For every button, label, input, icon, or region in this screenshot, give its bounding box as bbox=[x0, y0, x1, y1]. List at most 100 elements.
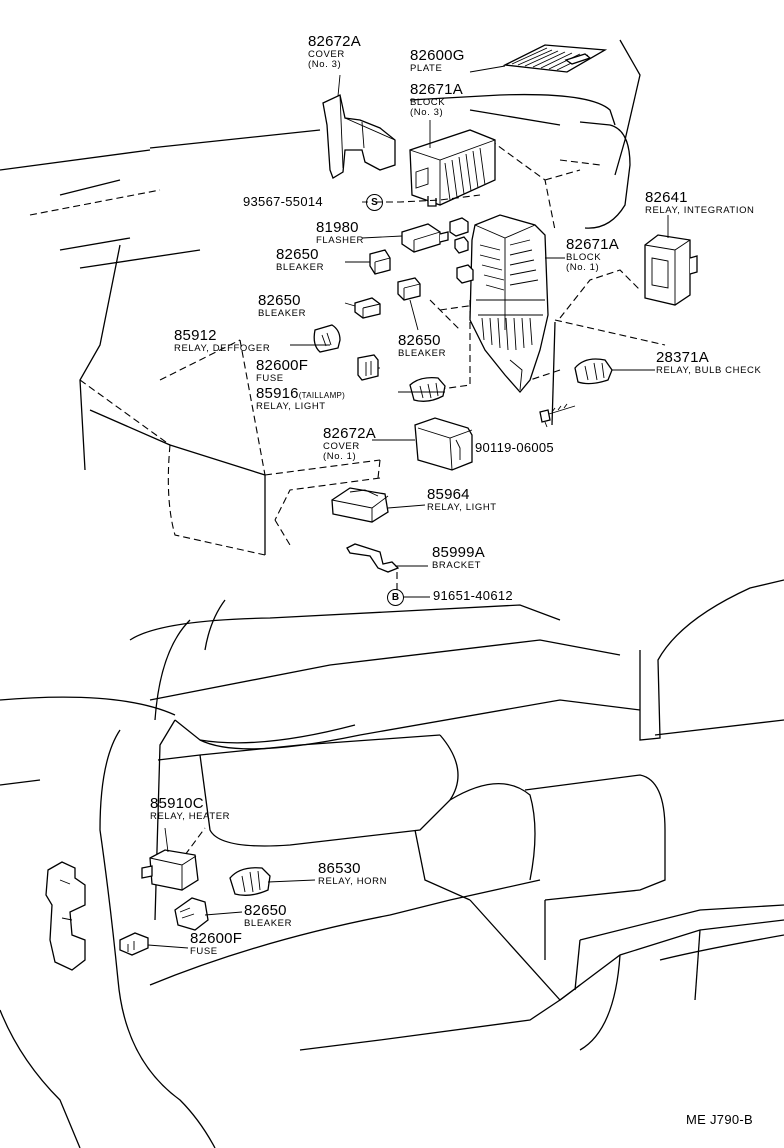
bleaker-part-1 bbox=[369, 249, 391, 275]
lower-dashboard-outline bbox=[0, 579, 784, 1148]
label-bleaker-4: 82650 BLEAKER bbox=[244, 903, 292, 929]
part-number: 82600G bbox=[410, 47, 465, 64]
cover-no3-part bbox=[322, 94, 396, 179]
part-name: FUSE bbox=[190, 946, 218, 957]
leader-lines-upper bbox=[290, 65, 669, 598]
label-relay-light: 85964 RELAY, LIGHT bbox=[427, 487, 497, 513]
bolt-b-symbol: B bbox=[387, 589, 404, 606]
part-name: RELAY, HORN bbox=[318, 876, 388, 887]
hinge-part bbox=[45, 861, 86, 971]
bracket-part bbox=[346, 543, 400, 573]
part-number: 82671A bbox=[566, 236, 619, 253]
part-number: 85910C bbox=[150, 795, 204, 812]
label-fuse-1: 82600F FUSE bbox=[256, 358, 308, 384]
part-extra: (No. 1) bbox=[323, 450, 357, 462]
label-cover-no3: 82672A COVER (No. 3) bbox=[308, 34, 361, 69]
part-name: FLASHER bbox=[316, 235, 365, 246]
block-no1-part bbox=[469, 214, 549, 393]
part-extra: (No. 3) bbox=[410, 106, 444, 118]
part-name: RELAY, INTEGRATION bbox=[645, 205, 755, 216]
label-block-no3: 82671A BLOCK (No. 3) bbox=[410, 82, 463, 117]
part-number: 85999A bbox=[432, 544, 485, 561]
label-cover-no1: 82672A COVER (No. 1) bbox=[323, 426, 376, 461]
label-relay-heater: 85910C RELAY, HEATER bbox=[150, 796, 230, 822]
cover-no1-part bbox=[414, 417, 473, 471]
bleaker-part-4 bbox=[174, 897, 209, 931]
label-relay-defogger: 85912 RELAY, DEFFOGER bbox=[174, 328, 270, 354]
label-plate: 82600G PLATE bbox=[410, 48, 465, 74]
part-number: 82671A bbox=[410, 81, 463, 98]
part-number: 85912 bbox=[174, 327, 217, 344]
part-name: PLATE bbox=[410, 63, 443, 74]
label-block-no1: 82671A BLOCK (No. 1) bbox=[566, 237, 619, 272]
part-number: 82600F bbox=[256, 357, 309, 374]
part-number: 82650 bbox=[244, 902, 287, 919]
taillamp-relay-part bbox=[409, 377, 446, 402]
label-bleaker-2: 82650 BLEAKER bbox=[258, 293, 306, 319]
part-number: 85916(TAILLAMP) bbox=[256, 386, 345, 401]
bolt-90119-part bbox=[539, 403, 576, 423]
part-number: 82672A bbox=[323, 425, 376, 442]
label-relay-integration: 82641 RELAY, INTEGRATION bbox=[645, 190, 755, 216]
part-name: RELAY, BULB CHECK bbox=[656, 365, 762, 376]
part-number: 82641 bbox=[645, 189, 688, 206]
diagram-reference: ME J790-B bbox=[686, 1112, 754, 1127]
part-number: 28371A bbox=[656, 349, 709, 366]
fuse-part-2 bbox=[119, 932, 149, 956]
part-number: 82600F bbox=[190, 930, 243, 947]
small-terminals bbox=[449, 217, 474, 284]
part-number: 85964 bbox=[427, 486, 470, 503]
heater-relay-part bbox=[141, 849, 199, 891]
plate-part bbox=[502, 44, 608, 73]
part-name: BLEAKER bbox=[244, 918, 293, 929]
part-name: COVER bbox=[323, 441, 360, 452]
part-name: BRACKET bbox=[432, 560, 482, 571]
fastener-screw-number: 93567-55014 bbox=[243, 194, 323, 209]
label-fuse-2: 82600F FUSE bbox=[190, 931, 242, 957]
part-number: 82650 bbox=[276, 246, 319, 263]
part-name: BLOCK bbox=[566, 252, 602, 263]
part-name: RELAY, DEFFOGER bbox=[174, 343, 271, 354]
part-name: RELAY, LIGHT bbox=[256, 401, 326, 412]
part-name: COVER bbox=[308, 49, 345, 60]
horn-relay-part bbox=[229, 867, 271, 896]
part-name: BLOCK bbox=[410, 97, 446, 108]
label-bracket: 85999A BRACKET bbox=[432, 545, 485, 571]
part-name: RELAY, LIGHT bbox=[427, 502, 497, 513]
label-bleaker-1: 82650 BLEAKER bbox=[276, 247, 324, 273]
label-flasher: 81980 FLASHER bbox=[316, 220, 364, 246]
part-name: BLEAKER bbox=[276, 262, 325, 273]
label-bleaker-3: 82650 BLEAKER bbox=[398, 333, 446, 359]
part-name: FUSE bbox=[256, 373, 284, 384]
part-number: 82672A bbox=[308, 33, 361, 50]
part-extra: (No. 3) bbox=[308, 58, 342, 70]
part-number: 86530 bbox=[318, 860, 361, 877]
label-relay-horn: 86530 RELAY, HORN bbox=[318, 861, 387, 887]
label-relay-bulb-check: 28371A RELAY, BULB CHECK bbox=[656, 350, 761, 376]
label-relay-taillamp: 85916(TAILLAMP) RELAY, LIGHT bbox=[256, 386, 345, 412]
defogger-relay-part bbox=[313, 324, 341, 353]
bleaker-part-3 bbox=[397, 277, 421, 301]
part-name: RELAY, HEATER bbox=[150, 811, 231, 822]
fastener-bolt-b-number: 91651-40612 bbox=[433, 588, 513, 603]
part-number: 82650 bbox=[258, 292, 301, 309]
part-name: BLEAKER bbox=[398, 348, 447, 359]
screw-symbol: S bbox=[366, 194, 383, 211]
upper-dashboard-outline bbox=[0, 39, 666, 556]
block-no3-part bbox=[409, 129, 496, 207]
part-qualifier: (TAILLAMP) bbox=[298, 391, 346, 400]
part-extra: (No. 1) bbox=[566, 261, 600, 273]
leader-lines-lower bbox=[147, 827, 316, 949]
light-relay-part bbox=[331, 487, 389, 523]
flasher-part bbox=[401, 223, 449, 253]
part-number-value: 85916 bbox=[256, 385, 299, 402]
fuse-part-1 bbox=[357, 354, 379, 381]
part-number: 82650 bbox=[398, 332, 441, 349]
bulb-check-relay-part bbox=[574, 358, 613, 385]
bleaker-part-2 bbox=[354, 297, 381, 319]
integration-relay-part bbox=[644, 234, 698, 306]
part-number: 81980 bbox=[316, 219, 359, 236]
fastener-bolt-number: 90119-06005 bbox=[475, 440, 554, 455]
part-name: BLEAKER bbox=[258, 308, 307, 319]
